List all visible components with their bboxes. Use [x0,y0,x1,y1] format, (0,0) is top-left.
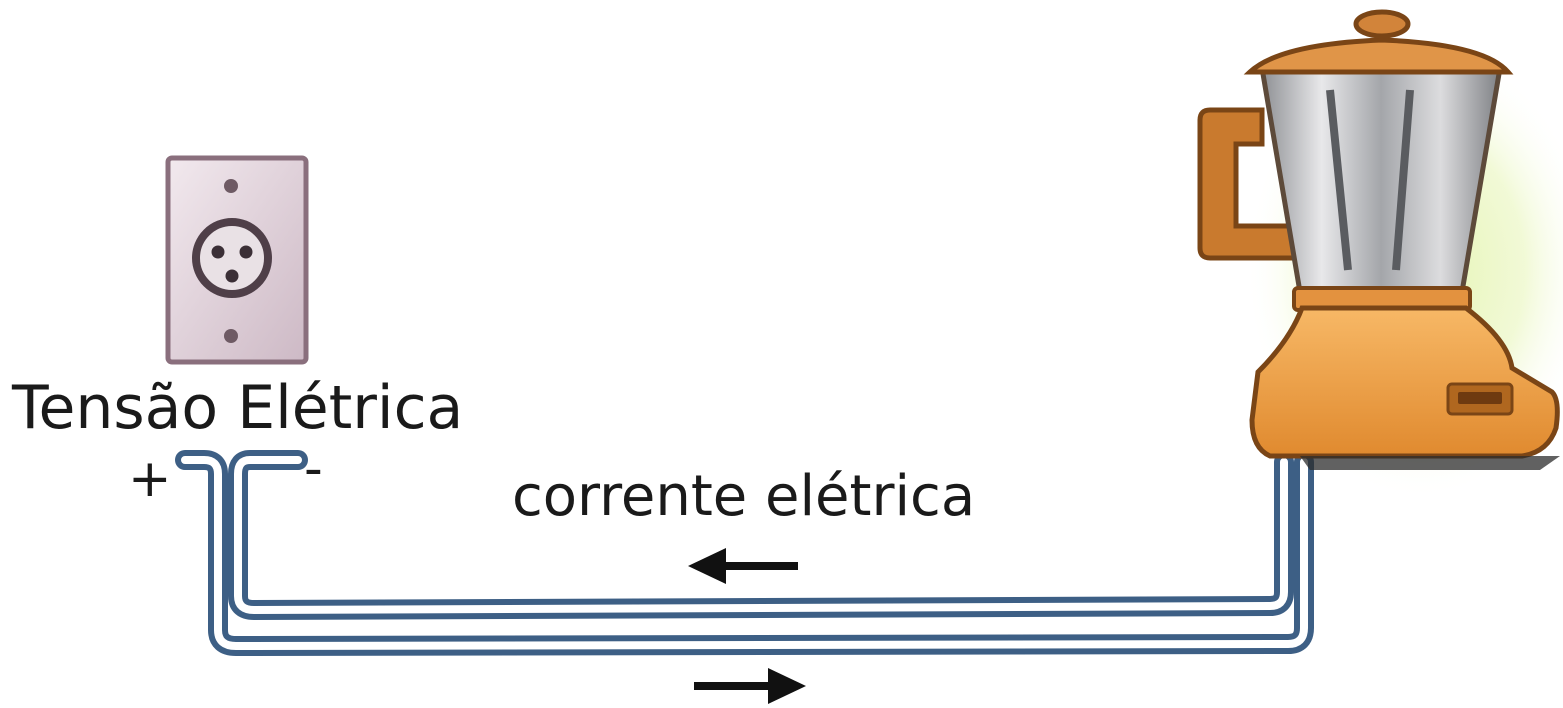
outlet-hole-left [211,245,225,259]
arrow-left-icon [688,548,798,584]
outlet-hole-right [239,245,253,259]
positive-terminal-label: + [128,449,172,509]
blender-shadow [1300,456,1560,470]
blender-icon [1197,9,1560,470]
current-label: corrente elétrica [512,464,975,529]
outlet-screw-bottom [224,329,238,343]
blender-button [1458,392,1502,404]
wire-outer-highlight [181,456,1308,650]
outlet-socket [192,218,272,298]
blender-jar-streak [1326,89,1414,271]
blender-lid-knob [1353,9,1411,39]
wall-outlet-icon [165,155,309,365]
blender-base [1249,305,1560,459]
circuit-wires [175,450,1314,656]
wire-inner-highlight [234,456,1288,614]
arrow-right-icon [694,668,806,704]
outlet-hole-ground [225,269,239,283]
negative-terminal-label: - [304,439,323,499]
blender-lid [1243,37,1514,75]
blender-jar [1259,65,1503,295]
source-label: Tensão Elétrica [11,373,463,443]
outlet-screw-top [224,179,238,193]
